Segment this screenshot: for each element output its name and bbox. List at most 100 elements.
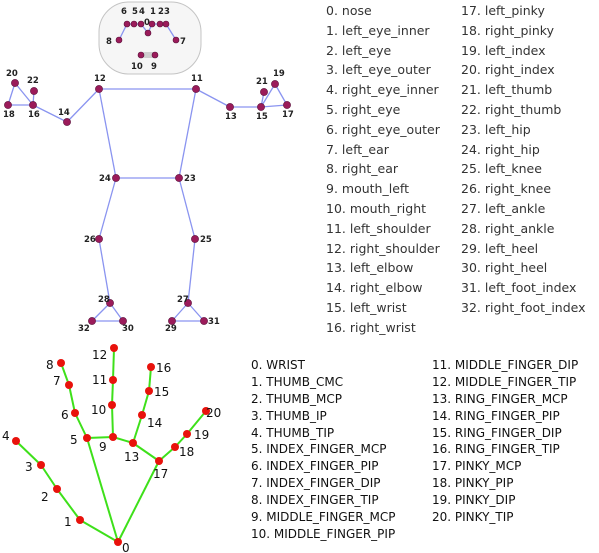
pose-landmark-item: 30. right_heel	[461, 260, 548, 276]
pose-point-label: 8	[106, 37, 112, 47]
hand-point	[57, 359, 65, 367]
hand-point	[53, 485, 61, 493]
face-outline	[98, 1, 202, 75]
hand-point	[129, 439, 137, 447]
pose-point	[4, 101, 12, 109]
pose-point	[144, 29, 152, 37]
pose-point	[130, 20, 138, 28]
pose-point	[106, 299, 114, 307]
hand-landmark-item: 11. MIDDLE_FINGER_DIP	[432, 358, 579, 372]
hand-connection	[112, 347, 115, 381]
pose-point-label: 12	[94, 74, 106, 84]
pose-point	[271, 80, 279, 88]
pose-connection	[187, 238, 196, 304]
pose-point	[148, 20, 156, 28]
pose-point	[226, 103, 234, 111]
hand-point-label: 16	[156, 361, 171, 375]
pose-landmark-item: 21. left_thumb	[461, 82, 553, 98]
hand-point	[12, 437, 20, 445]
hand-point-label: 11	[92, 373, 107, 387]
hand-landmark-item: 17. PINKY_MCP	[432, 459, 522, 474]
pose-point-label: 21	[256, 77, 268, 87]
hand-point	[109, 376, 117, 384]
pose-point-label: 5	[132, 7, 138, 17]
hand-landmark-item: 8. INDEX_FINGER_TIP	[251, 493, 379, 508]
pose-connection	[187, 302, 205, 322]
pose-connection	[260, 104, 288, 108]
hand-connection	[148, 366, 152, 392]
hand-connection	[68, 384, 76, 414]
pose-landmark-item: 14. right_elbow	[326, 280, 423, 296]
hand-connection	[132, 442, 160, 462]
hand-point	[114, 538, 122, 546]
hand-connection	[79, 519, 119, 543]
pose-point-label: 0	[144, 18, 150, 28]
pose-connection	[98, 88, 117, 179]
hand-landmark-item: 4. THUMB_TIP	[251, 425, 335, 440]
hand-connection	[186, 410, 207, 435]
pose-landmark-item: 15. left_wrist	[326, 299, 407, 315]
hand-point	[83, 434, 91, 442]
pose-point-label: 9	[151, 62, 157, 72]
pose-point	[63, 118, 71, 126]
hand-landmark-item: 1. THUMB_CMC	[251, 374, 344, 389]
pose-point-label: 27	[177, 295, 189, 305]
pose-point	[29, 101, 37, 109]
hand-point-label: 13	[124, 450, 139, 464]
hand-connection	[40, 464, 58, 490]
pose-connection	[32, 104, 68, 123]
hand-point-label: 10	[91, 403, 106, 417]
hand-point-label: 0	[122, 541, 130, 553]
hand-point-label: 1	[64, 515, 72, 529]
hand-landmark-item: 20. PINKY_TIP	[432, 510, 514, 525]
hand-landmark-item: 19. PINKY_DIP	[432, 493, 516, 508]
pose-connection	[171, 302, 189, 322]
pose-connection	[274, 83, 288, 106]
pose-landmark-item: 20. right_index	[461, 62, 555, 78]
pose-point	[151, 51, 159, 59]
pose-point	[95, 235, 103, 243]
pose-point	[119, 317, 127, 325]
pose-point	[115, 36, 123, 44]
pose-landmark-item: 7. left_ear	[326, 141, 389, 157]
pose-landmark-item: 22. right_thumb	[461, 101, 562, 117]
hand-landmark-item: 2. THUMB_MCP	[251, 391, 342, 406]
pose-point	[260, 88, 268, 96]
pose-point-label: 10	[131, 62, 143, 72]
pose-connection	[195, 88, 231, 108]
pose-landmark-item: 8. right_ear	[326, 161, 399, 177]
hand-point-label: 8	[46, 358, 54, 372]
hand-landmark-item: 18. PINKY_PIP	[432, 476, 514, 491]
pose-point-label: 6	[121, 7, 127, 17]
pose-point	[123, 20, 131, 28]
pose-point-label: 28	[98, 295, 110, 305]
pose-landmark-item: 2. left_eye	[326, 42, 392, 58]
hand-point	[37, 461, 45, 469]
hand-landmark-item: 0. WRIST	[251, 358, 305, 372]
pose-point-label: 30	[122, 324, 134, 334]
pose-connection	[260, 83, 276, 108]
pose-point-label: 3	[164, 7, 170, 17]
hand-connection	[111, 379, 114, 406]
pose-landmark-item: 18. right_pinky	[461, 22, 554, 38]
hand-connection	[74, 412, 88, 439]
pose-point	[88, 317, 96, 325]
pose-point	[95, 85, 103, 93]
pose-point-label: 18	[3, 110, 15, 120]
pose-point-label: 17	[282, 110, 294, 120]
hand-connection	[132, 414, 143, 444]
hand-connection	[15, 440, 42, 466]
hand-point-label: 14	[147, 416, 162, 430]
pose-point-label: 20	[6, 69, 18, 79]
hand-landmark-item: 3. THUMB_IP	[251, 408, 327, 423]
pose-point	[184, 299, 192, 307]
pose-point	[162, 20, 170, 28]
pose-point	[192, 85, 200, 93]
hand-point	[171, 443, 179, 451]
pose-landmark-item: 5. right_eye	[326, 101, 401, 117]
hand-point-label: 6	[61, 408, 69, 422]
pose-point-label: 1	[150, 7, 156, 17]
